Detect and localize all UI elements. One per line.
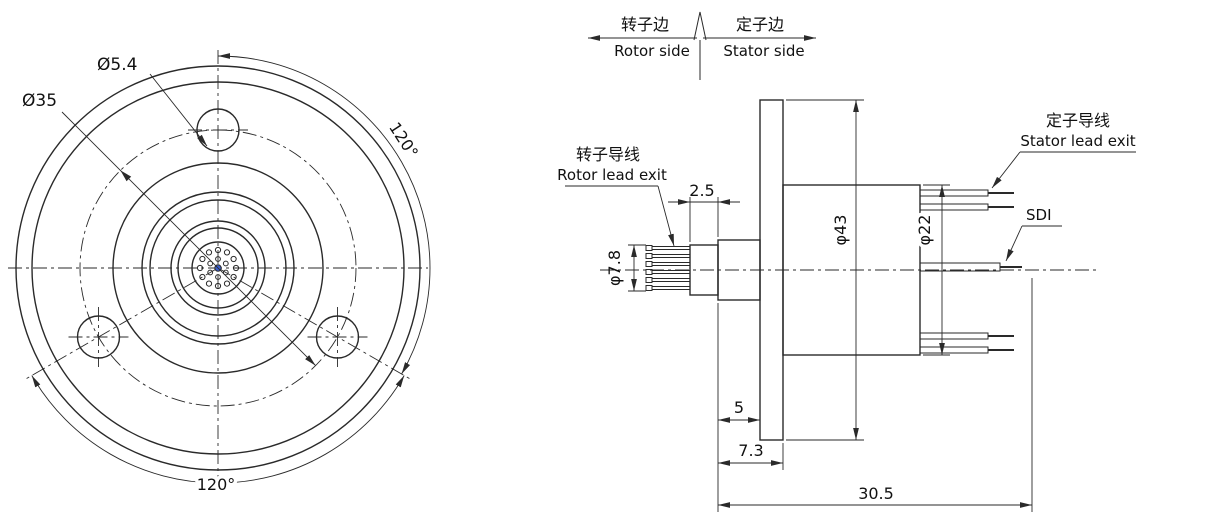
- rotor-lead-pins: [645, 245, 691, 291]
- total-length-label: 30.5: [858, 484, 894, 503]
- stator-lead-label-cn: 定子导线: [1046, 111, 1110, 130]
- dim-pin-circle: φ7.8: [605, 244, 646, 292]
- stator-lead-label-en: Stator lead exit: [1020, 132, 1135, 150]
- sdi-callout: SDI: [1005, 206, 1062, 262]
- stator-lead-wires: [919, 189, 1022, 354]
- shaft-length-label: 5: [734, 398, 744, 417]
- flange-diameter-label: φ43: [831, 215, 850, 246]
- body-diameter-label: φ22: [915, 215, 934, 246]
- flange-length-label: 7.3: [738, 441, 763, 460]
- side-indicator: 转子边 Rotor side 定子边 Stator side: [588, 11, 816, 80]
- dim-shaft-length: 5: [717, 303, 760, 512]
- dim-hole-diameter: Ø5.4: [97, 55, 208, 147]
- dim-pin-offset: 2.5: [668, 181, 740, 242]
- dim-body-diameter: φ22: [912, 184, 950, 356]
- angle-bottom-label: 120°: [197, 475, 236, 494]
- stator-side-label-en: Stator side: [723, 42, 804, 60]
- pin-circle-label: φ7.8: [605, 250, 624, 286]
- rotor-lead-label-en: Rotor lead exit: [557, 166, 667, 184]
- angle-top-label: 120°: [385, 119, 422, 162]
- side-view: 转子边 Rotor side 定子边 Stator side: [557, 11, 1136, 512]
- dim-angle-bottom: 120°: [31, 375, 405, 498]
- stator-side-label-cn: 定子边: [736, 15, 784, 34]
- dim-total-length: 30.5: [718, 278, 1033, 512]
- dim-angle-top: 120°: [217, 53, 431, 375]
- bolt-circle-diameter-label: Ø35: [22, 91, 57, 111]
- pin-offset-label: 2.5: [689, 181, 714, 200]
- rotor-lead-label-cn: 转子导线: [576, 145, 640, 164]
- hole-diameter-label: Ø5.4: [97, 55, 137, 75]
- rotor-lead-callout: 转子导线 Rotor lead exit: [557, 145, 675, 247]
- rotor-side-label-cn: 转子边: [621, 15, 669, 34]
- dim-flange-length: 7.3: [718, 441, 784, 470]
- front-view: Ø5.4 Ø35 120° 120°: [8, 50, 431, 498]
- sdi-label: SDI: [1026, 206, 1052, 224]
- stator-lead-callout: 定子导线 Stator lead exit: [991, 111, 1136, 189]
- dim-flange-diameter: φ43: [786, 99, 864, 441]
- rotor-side-label-en: Rotor side: [614, 42, 690, 60]
- dim-bolt-circle-diameter: Ø35: [22, 91, 316, 366]
